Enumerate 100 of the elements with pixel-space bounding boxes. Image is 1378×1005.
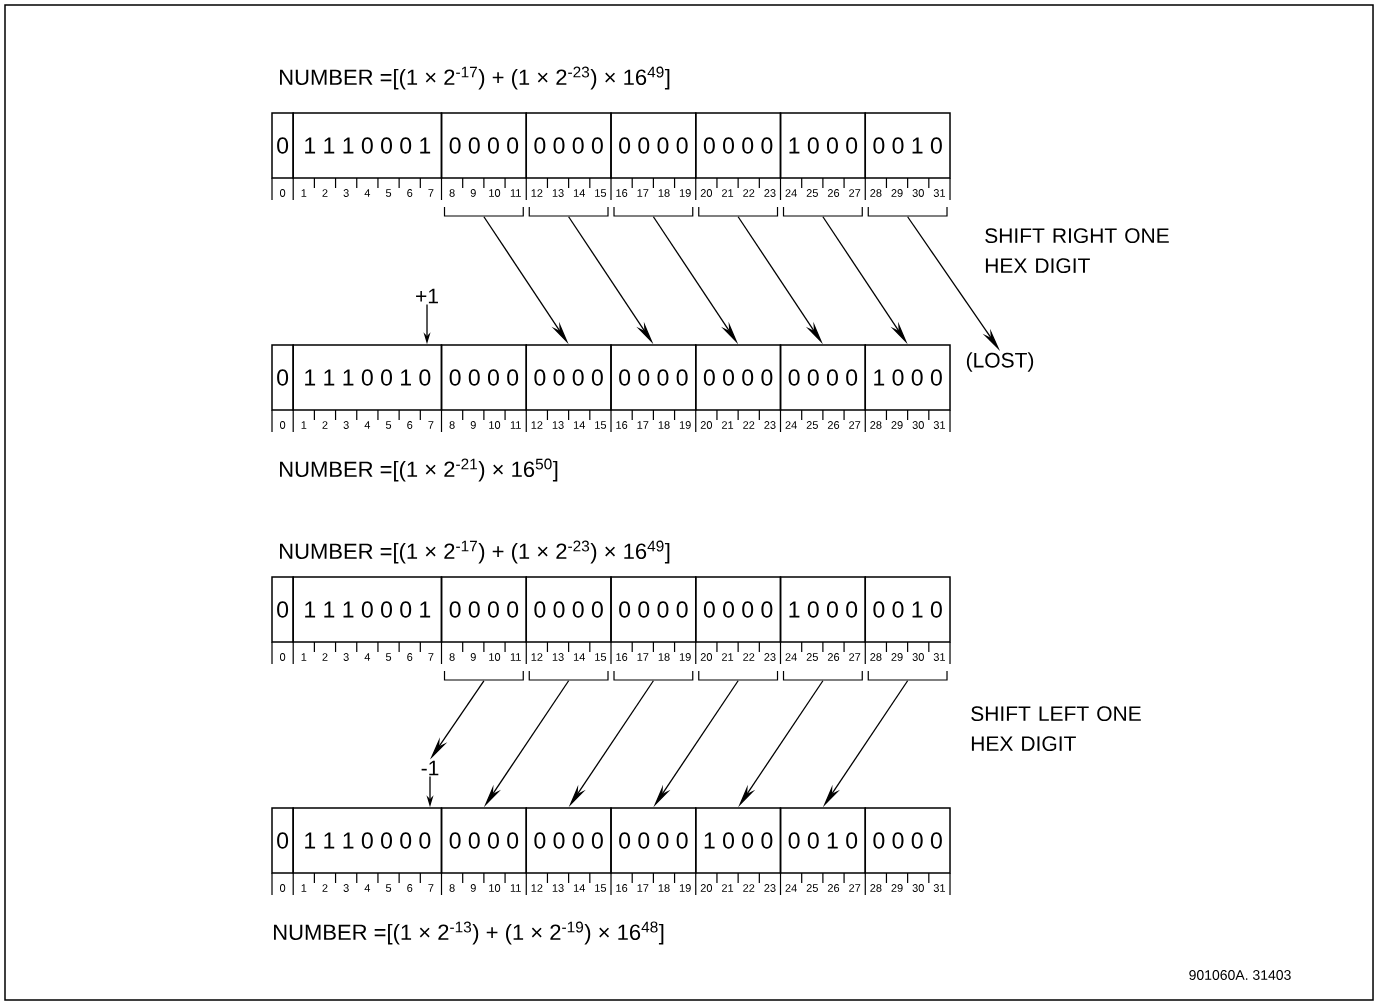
annotation-text: (LOST)	[966, 352, 1034, 372]
bit-number: 31	[933, 189, 945, 197]
annotation-text: +1	[416, 288, 438, 304]
bit-number: 14	[573, 653, 585, 661]
formula-text: NUMBER =[(1 × 2$^{-13}$) + (1 × 2$^{-19}$) × 16$^{48}$]	[274, 921, 664, 945]
bit-number: 12	[531, 653, 543, 661]
bit-number: 2	[322, 421, 328, 429]
register-field: 0 0 0 0	[525, 112, 612, 179]
bit-number: 22	[743, 884, 755, 892]
bit-number: 26	[827, 884, 840, 892]
bit-number: 29	[891, 189, 903, 197]
bit-number: 19	[679, 189, 691, 197]
bit-number: 10	[489, 189, 501, 197]
bit-number: 21	[721, 421, 734, 429]
register-field: 0 0 0 0	[695, 576, 782, 643]
bit-number: 7	[428, 884, 434, 892]
bit-number: 17	[637, 189, 649, 197]
register-field: 1 0 0 0	[779, 112, 866, 179]
bit-number: 14	[573, 884, 585, 892]
bit-number: 11	[510, 189, 521, 197]
register-field: 1 0 0 0	[779, 576, 866, 643]
register-field: 1 0 0 0	[695, 807, 782, 874]
bit-number: 8	[449, 189, 455, 197]
bit-number: 8	[449, 421, 455, 429]
bit-number: 6	[407, 189, 413, 197]
bit-number: 23	[764, 421, 776, 429]
bit-number: 15	[595, 653, 607, 661]
bit-number: 9	[470, 653, 476, 661]
bit-number: 20	[700, 884, 713, 892]
bit-number: 8	[449, 653, 455, 661]
bit-number: 8	[449, 884, 455, 892]
formula-text: NUMBER =[(1 × 2$^{-17}$) + (1 × 2$^{-23}$) × 16$^{49}$]	[280, 540, 670, 564]
bit-number: 2	[322, 653, 328, 661]
bit-number: 0	[279, 884, 286, 892]
bit-number: 30	[912, 189, 924, 197]
bit-number: 18	[658, 189, 670, 197]
bit-number: 19	[679, 884, 691, 892]
bit-number: 15	[595, 884, 607, 892]
bit-number: 22	[743, 421, 755, 429]
register-field: 1 1 1 0 0 0 0	[292, 807, 443, 874]
bit-number: 29	[891, 884, 903, 892]
bit-number: 31	[933, 421, 945, 429]
bit-number: 15	[595, 189, 607, 197]
bit-number: 7	[428, 189, 434, 197]
bit-number: 12	[531, 421, 543, 429]
bit-number: 16	[616, 653, 628, 661]
bit-number: 28	[870, 653, 882, 661]
bit-number: 31	[933, 884, 945, 892]
register-field: 0 0 0 0	[695, 344, 782, 411]
bit-number: 4	[364, 421, 371, 429]
bit-number: 24	[785, 421, 797, 429]
bit-number: 1	[301, 884, 307, 892]
bit-number: 10	[489, 421, 501, 429]
bit-number: 4	[364, 189, 371, 197]
bit-number: 0	[279, 421, 286, 429]
figure-code: 901060A. 31403	[1189, 970, 1291, 980]
bit-number: 3	[343, 421, 349, 429]
bit-number: 19	[679, 421, 691, 429]
bit-number: 5	[385, 653, 392, 661]
bit-number: 27	[849, 653, 861, 661]
shift-note: SHIFT RIGHT ONE HEX DIGIT	[985, 228, 1169, 274]
register-field: 0	[271, 576, 294, 643]
bit-number: 24	[785, 653, 797, 661]
bit-number: 5	[385, 189, 392, 197]
bit-number: 6	[407, 653, 413, 661]
bit-number: 16	[616, 189, 628, 197]
bit-number: 29	[891, 421, 903, 429]
bit-number: 6	[407, 421, 413, 429]
bit-number: 21	[721, 189, 734, 197]
bit-number: 20	[700, 421, 713, 429]
register-field: 0 0 0 0	[440, 807, 527, 874]
annotation-text: -1	[421, 760, 439, 776]
bit-number: 23	[764, 653, 776, 661]
bit-number: 0	[279, 189, 286, 197]
bit-number: 25	[806, 653, 818, 661]
bit-number: 12	[531, 884, 543, 892]
bit-number: 20	[700, 653, 713, 661]
bit-number: 11	[510, 421, 521, 429]
bit-number: 11	[510, 653, 521, 661]
bit-number: 4	[364, 653, 371, 661]
bit-number: 27	[849, 884, 861, 892]
register-field: 0	[271, 344, 294, 411]
bit-number: 3	[343, 189, 349, 197]
bit-number: 13	[552, 884, 564, 892]
bit-number: 27	[849, 189, 861, 197]
register-field: 0 0 0 0	[610, 576, 697, 643]
bit-number: 7	[428, 653, 434, 661]
bit-number: 16	[616, 421, 628, 429]
bit-number: 24	[785, 189, 797, 197]
bit-number: 2	[322, 189, 328, 197]
bit-number: 27	[849, 421, 861, 429]
bit-number: 29	[891, 653, 903, 661]
bit-number: 5	[385, 884, 392, 892]
register-field: 0 0 0 0	[610, 807, 697, 874]
register-field: 0 0 0 0	[864, 807, 951, 874]
register-field: 1 1 1 0 0 0 1	[292, 576, 443, 643]
bit-number: 22	[743, 189, 755, 197]
formula-text: NUMBER =[(1 × 2$^{-17}$) + (1 × 2$^{-23}$) × 16$^{49}$]	[280, 66, 670, 90]
bit-number: 26	[827, 421, 840, 429]
bit-number: 23	[764, 884, 776, 892]
